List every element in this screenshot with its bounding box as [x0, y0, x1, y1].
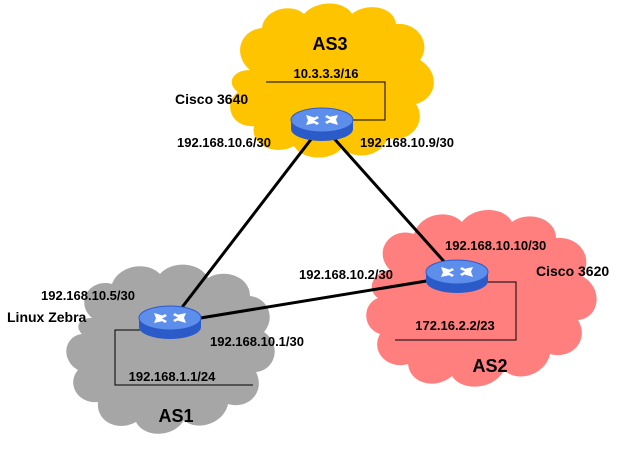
link-zebra-cisco3640 — [168, 124, 324, 324]
as3-cloud: AS3 — [230, 3, 434, 158]
ip-192-168-10-6: 192.168.10.6/30 — [177, 135, 271, 150]
router-icon — [425, 259, 489, 294]
router-icon — [290, 107, 354, 142]
ip-192-168-10-10: 192.168.10.10/30 — [445, 238, 546, 253]
links — [168, 124, 459, 325]
as2-cloud: AS2 — [366, 210, 597, 387]
router-cisco3620[interactable] — [425, 259, 489, 294]
ip-192-168-10-5: 192.168.10.5/30 — [41, 288, 135, 303]
as2-label: AS2 — [472, 356, 507, 376]
router-zebra[interactable] — [138, 305, 202, 340]
router-cisco3640[interactable] — [290, 107, 354, 142]
as3-label: AS3 — [312, 34, 347, 54]
link-cisco3640-cisco3620 — [320, 124, 459, 277]
as2-lan-line — [395, 281, 517, 341]
as1-lan-address: 192.168.1.1/24 — [129, 369, 217, 384]
as2-lan-address: 172.16.2.2/23 — [415, 318, 495, 333]
router-icon — [138, 305, 202, 340]
as3-loopback-address: 10.3.3.3/16 — [293, 66, 358, 81]
cisco3620-name: Cisco 3620 — [536, 263, 609, 279]
as1-cloud: AS1 — [66, 264, 275, 434]
as3-loopback-line — [266, 81, 386, 121]
ip-192-168-10-9: 192.168.10.9/30 — [360, 135, 454, 150]
ip-192-168-10-2: 192.168.10.2/30 — [299, 267, 393, 282]
as1-label: AS1 — [158, 406, 193, 426]
stub-networks — [114, 81, 517, 386]
zebra-name: Linux Zebra — [7, 309, 87, 325]
link-zebra-cisco3620 — [169, 274, 458, 325]
cisco3640-name: Cisco 3640 — [175, 91, 248, 107]
ip-192-168-10-1: 192.168.10.1/30 — [210, 334, 304, 349]
as1-lan-line — [114, 329, 253, 386]
